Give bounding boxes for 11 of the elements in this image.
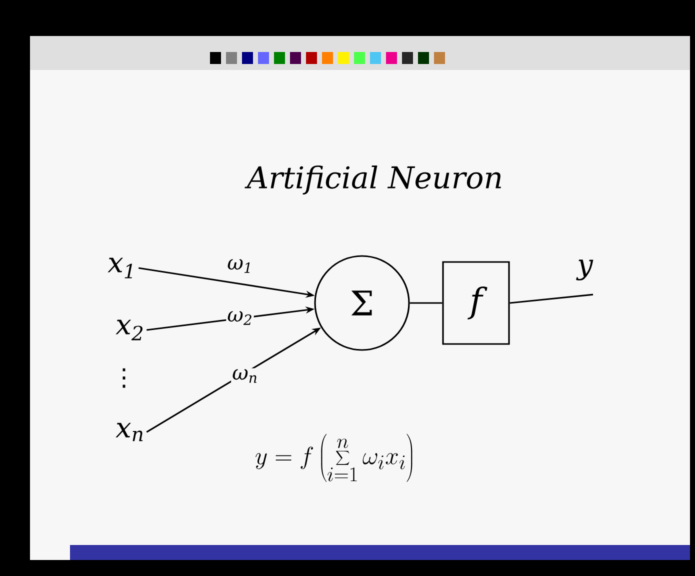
- output-formula: $y = f\left(\sum_{i=1}^{n} \omega_i x_i\right)$: [256, 434, 412, 482]
- input-variable: x$_{2}$: [116, 320, 142, 340]
- title: Artificial Neuron: [244, 166, 501, 195]
- edge-label: ω$_{2}$: [228, 311, 252, 325]
- output-variable: y: [576, 260, 594, 280]
- input-variable: x$_{n}$: [116, 422, 143, 442]
- activation-box: f: [442, 261, 510, 345]
- edge-label: ω$_{n}$: [232, 369, 256, 383]
- edge-label: ω$_{1}$: [228, 259, 250, 273]
- input-variable: x$_{1}$: [108, 258, 132, 278]
- ellipsis-dots: ⋮: [122, 368, 126, 388]
